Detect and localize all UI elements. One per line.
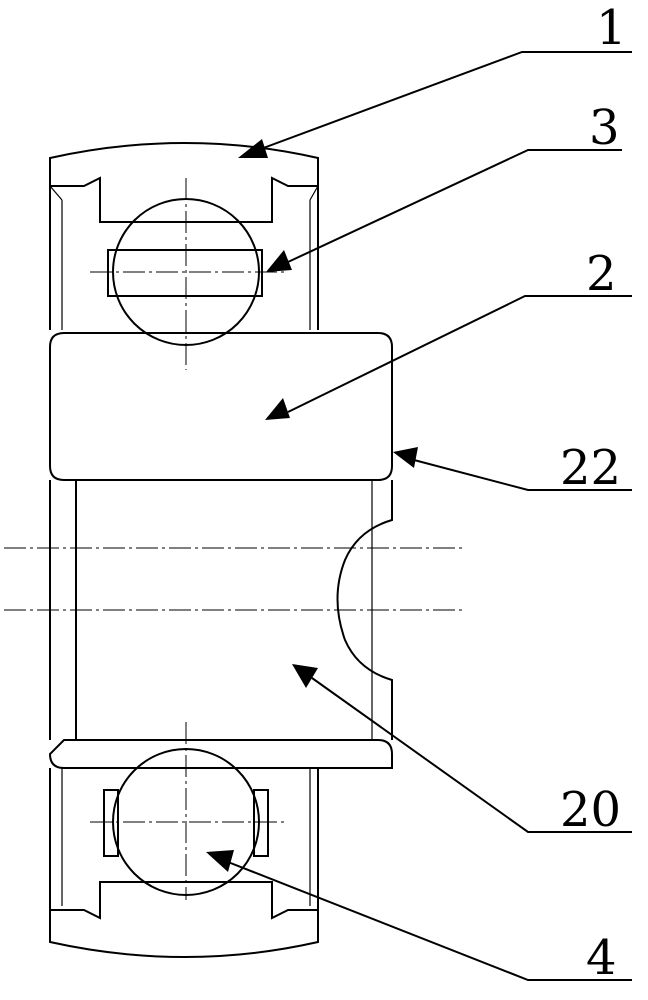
leader-line-4 (206, 850, 632, 981)
leader-line-3 (266, 149, 622, 272)
leader-line-20 (292, 664, 632, 833)
upper-side-housing (49, 158, 319, 330)
lower-cage (103, 789, 269, 857)
leader-line-2 (265, 295, 632, 420)
lower-ball (90, 722, 284, 900)
label-22: 22 (560, 440, 621, 496)
label-1: 1 (596, 0, 627, 56)
center-lines (4, 547, 462, 611)
leader-line-22 (393, 447, 632, 491)
upper-ball (90, 178, 286, 370)
inner-ring-lower (48, 739, 393, 769)
outer-ring-upper (49, 142, 319, 223)
outer-ring-lower (49, 881, 319, 958)
label-2: 2 (586, 246, 617, 302)
label-4: 4 (586, 930, 617, 986)
upper-cage (107, 249, 263, 297)
inner-ring (49, 332, 393, 481)
leader-line-1 (238, 51, 632, 158)
label-3: 3 (589, 100, 620, 156)
label-20: 20 (560, 782, 621, 838)
